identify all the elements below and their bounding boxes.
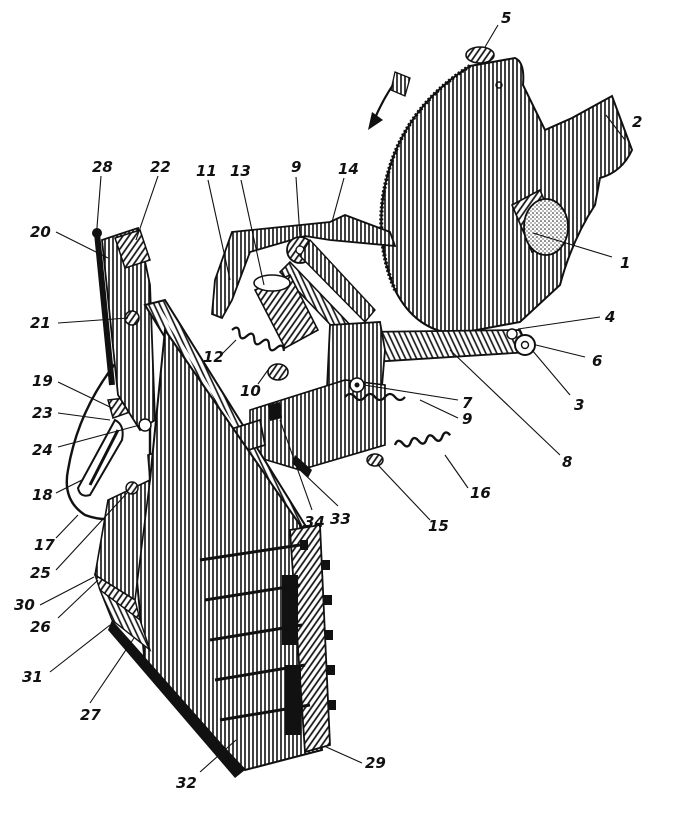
callout-8: 8 <box>562 453 572 471</box>
callout-4: 4 <box>604 308 615 326</box>
return-spring <box>393 431 452 448</box>
callout-29: 29 <box>365 754 386 772</box>
callout-5: 5 <box>501 9 511 27</box>
callout-34: 34 <box>304 513 325 531</box>
tension-spring <box>231 326 286 352</box>
cam-disc <box>368 46 634 336</box>
callout-2: 2 <box>632 113 642 131</box>
callout-26: 26 <box>30 618 51 636</box>
upright-rod <box>94 232 115 386</box>
peg <box>268 402 282 421</box>
callout-10: 10 <box>240 382 261 400</box>
callout-13: 13 <box>230 162 251 180</box>
callout-9-lower: 9 <box>462 410 472 428</box>
frame <box>92 226 336 778</box>
roller-pin <box>506 328 518 340</box>
connecting-bar <box>360 328 536 363</box>
tooth-carrier <box>199 540 336 722</box>
callout-25: 25 <box>30 564 51 582</box>
pin <box>292 455 312 478</box>
lower-spring-rod <box>344 392 406 402</box>
callout-21: 21 <box>30 314 51 332</box>
callout-11: 11 <box>196 162 217 180</box>
bracket-box <box>249 321 386 471</box>
callout-28: 28 <box>92 158 113 176</box>
callout-6: 6 <box>592 352 602 370</box>
small-roller <box>267 363 289 381</box>
stop-pin <box>366 453 384 467</box>
callout-19: 19 <box>32 372 53 390</box>
top-pin <box>465 46 495 64</box>
callout-1: 1 <box>620 254 630 272</box>
lower-stud <box>125 481 139 495</box>
yoke-arm <box>211 214 397 342</box>
callout-16: 16 <box>470 484 491 502</box>
base-rail <box>108 620 245 778</box>
lower-plate <box>98 587 152 653</box>
callout-labels: 1 2 3 4 5 6 7 8 9 9 10 11 12 13 14 15 16… <box>14 9 642 792</box>
callout-32: 32 <box>176 774 197 792</box>
callout-20: 20 <box>30 223 51 241</box>
callout-3: 3 <box>574 396 584 414</box>
callout-33: 33 <box>330 510 351 528</box>
callout-27: 27 <box>80 706 101 724</box>
direction-arrow-icon <box>368 71 411 130</box>
callout-9-upper: 9 <box>291 158 301 176</box>
callout-17: 17 <box>34 536 55 554</box>
callout-12: 12 <box>203 348 224 366</box>
leader-lines <box>39 24 626 773</box>
hub-shaft <box>510 188 569 256</box>
callout-23: 23 <box>32 404 53 422</box>
callout-30: 30 <box>14 596 35 614</box>
callout-31: 31 <box>22 668 43 686</box>
slot <box>76 418 124 497</box>
top-guide <box>114 229 151 269</box>
callout-15: 15 <box>428 517 449 535</box>
stud <box>138 418 152 432</box>
callout-7: 7 <box>462 394 473 412</box>
callout-14: 14 <box>338 160 359 178</box>
callout-18: 18 <box>32 486 53 504</box>
callout-22: 22 <box>150 158 171 176</box>
callout-24: 24 <box>32 441 53 459</box>
